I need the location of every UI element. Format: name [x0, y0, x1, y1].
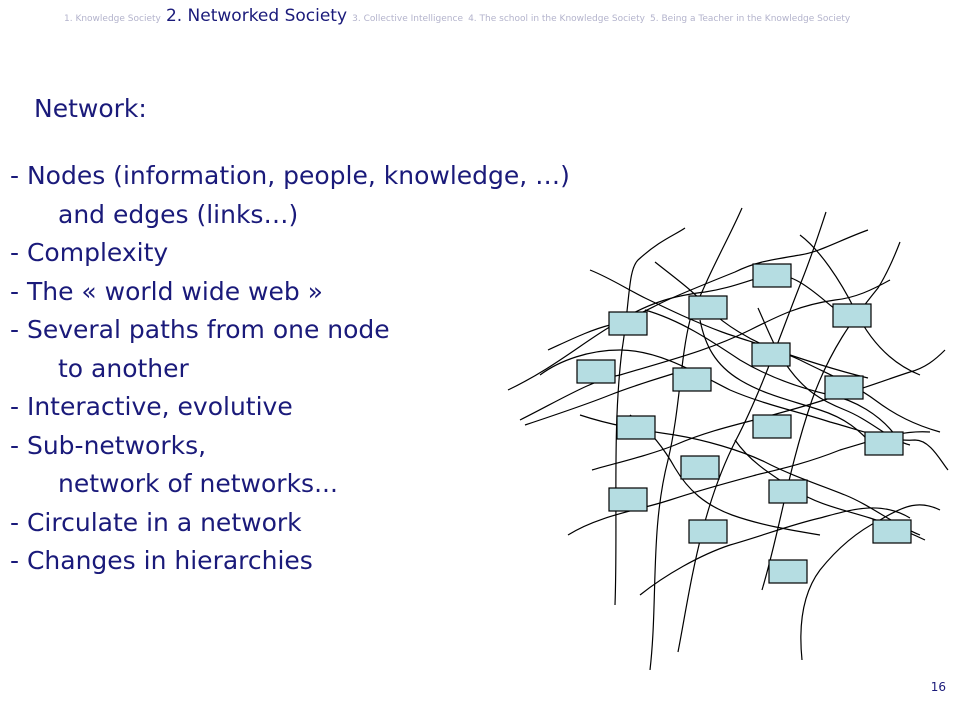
network-node [608, 311, 648, 336]
bullet-item: - The « world wide web » [10, 276, 323, 306]
network-node [688, 519, 728, 544]
bullet-item: - Interactive, evolutive [10, 392, 293, 421]
network-node [824, 375, 864, 400]
bullet-item: - Changes in hierarchies [10, 546, 313, 575]
bullet-continuation: and edges (links…) [58, 199, 299, 229]
network-node [752, 263, 792, 288]
nav-item-collective-intelligence[interactable]: 3. Collective Intelligence [352, 14, 463, 24]
network-node [751, 342, 791, 367]
bullet-item: - Several paths from one node [10, 315, 390, 344]
network-node [608, 487, 648, 512]
network-node [872, 519, 912, 544]
network-node [680, 455, 720, 480]
network-node [832, 303, 872, 328]
network-node [768, 559, 808, 584]
nav-item-networked-society[interactable]: 2. Networked Society [165, 6, 348, 26]
network-diagram [507, 207, 949, 670]
bullet-continuation: to another [58, 353, 189, 383]
nav-item-knowledge-society[interactable]: 1. Knowledge Society [64, 14, 161, 24]
bullet-list: - Nodes (information, people, knowledge,… [10, 157, 570, 581]
network-node [576, 359, 616, 384]
page-number: 16 [930, 680, 946, 694]
section-navigation: 1. Knowledge Society 2. Networked Societ… [64, 6, 944, 26]
network-node [752, 414, 792, 439]
network-nodes [576, 263, 912, 584]
bullet-item: - Sub-networks, [10, 430, 207, 460]
network-node [616, 415, 656, 440]
network-node [688, 295, 728, 320]
bullet-continuation: network of networks... [58, 469, 338, 498]
bullet-item: - Circulate in a network [10, 507, 302, 537]
network-node [672, 367, 712, 392]
nav-item-school-knowledge-society[interactable]: 4. The school in the Knowledge Society [468, 14, 645, 24]
network-node [768, 479, 808, 504]
bullet-item: - Complexity [10, 238, 169, 267]
network-node [864, 431, 904, 456]
nav-item-teacher-knowledge-society[interactable]: 5. Being a Teacher in the Knowledge Soci… [650, 14, 851, 24]
slide-heading: Network: [34, 94, 147, 123]
bullet-item: - Nodes (information, people, knowledge,… [10, 161, 570, 190]
